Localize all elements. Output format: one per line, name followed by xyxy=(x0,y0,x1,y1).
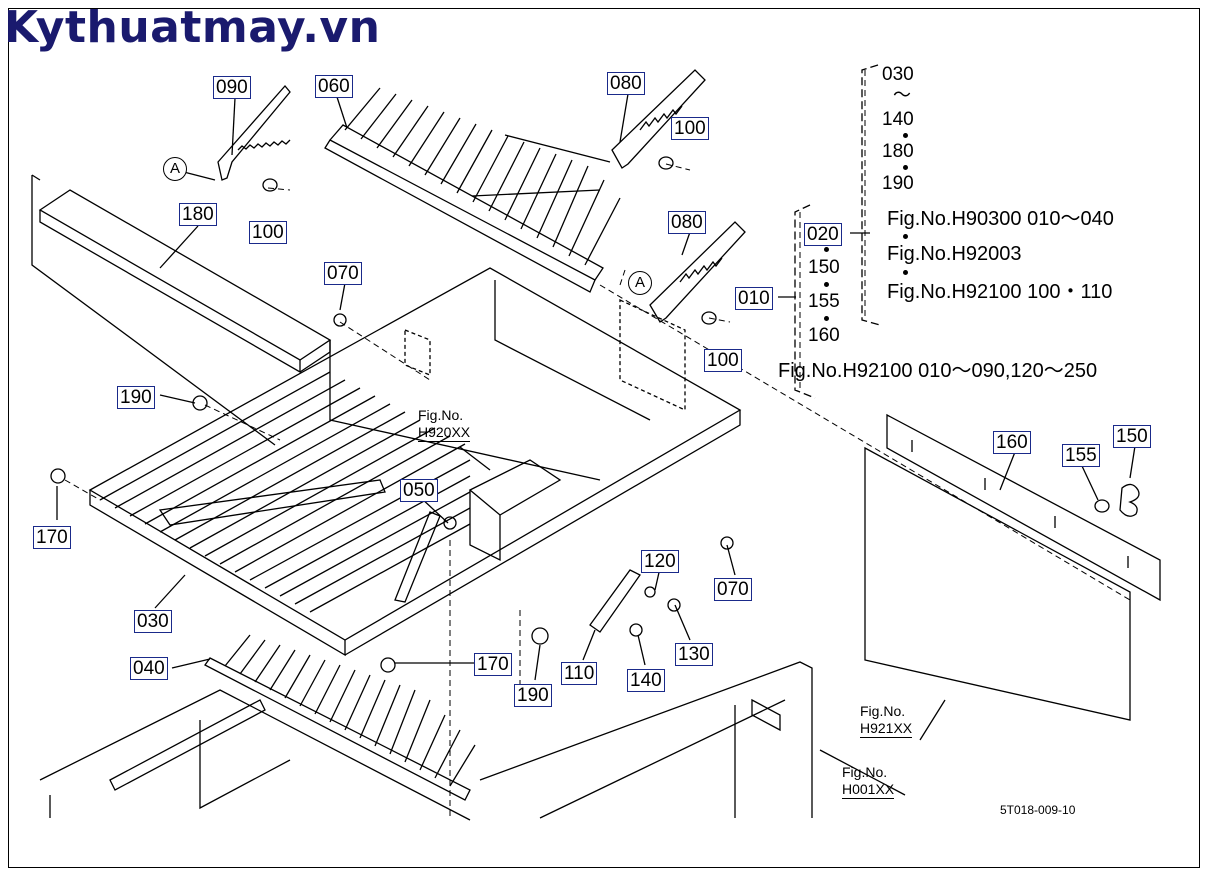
fig-ref-h90300[interactable]: Fig.No.H90300 010～040 xyxy=(887,208,1114,230)
fig-ref-h921xx-label: Fig.No. xyxy=(860,703,906,719)
list-top-item-2: 180 xyxy=(882,141,914,162)
callout-010[interactable]: 010 xyxy=(735,287,773,310)
fig-ref-h001xx-label: Fig.No. xyxy=(842,764,888,780)
callout-190-bottom[interactable]: 190 xyxy=(514,684,552,707)
callout-040[interactable]: 040 xyxy=(130,657,168,680)
list-dot xyxy=(824,316,829,321)
callout-050[interactable]: 050 xyxy=(400,479,438,502)
callout-090[interactable]: 090 xyxy=(213,76,251,99)
list-dot xyxy=(824,282,829,287)
callout-080-lower[interactable]: 080 xyxy=(668,211,706,234)
drawing-frame xyxy=(8,8,1200,868)
callout-020[interactable]: 020 xyxy=(804,223,842,246)
part-160-panel xyxy=(864,446,1131,721)
list-dot xyxy=(824,247,829,252)
callout-140[interactable]: 140 xyxy=(627,669,665,692)
list-dot xyxy=(903,165,908,170)
watermark: Kythuatmay.vn xyxy=(4,2,381,53)
list-mid-item-2: 160 xyxy=(808,325,840,346)
list-top-item-3: 190 xyxy=(882,173,914,194)
part-080-lower-shape xyxy=(649,221,746,323)
fig-ref-h920xx-label: Fig.No. xyxy=(418,407,464,423)
range-symbol: 〜 xyxy=(893,85,911,105)
part-150-strip xyxy=(886,413,1161,602)
part-060-tines xyxy=(344,87,621,266)
callout-100-upper[interactable]: 100 xyxy=(671,117,709,140)
callout-110[interactable]: 110 xyxy=(561,662,598,685)
callout-170-bottom[interactable]: 170 xyxy=(474,653,512,676)
list-top-item-1: 140 xyxy=(882,109,914,130)
callout-170-left[interactable]: 170 xyxy=(33,526,71,549)
callout-160[interactable]: 160 xyxy=(993,431,1031,454)
part-040-shape xyxy=(204,657,471,801)
list-mid-item-0: 150 xyxy=(808,257,840,278)
callout-070-lower[interactable]: 070 xyxy=(714,578,752,601)
part-060-shape xyxy=(328,124,604,281)
marker-a-left: A xyxy=(163,157,187,181)
callout-080-upper[interactable]: 080 xyxy=(607,72,645,95)
list-top-item-0: 030 xyxy=(882,64,914,85)
callout-060[interactable]: 060 xyxy=(315,75,353,98)
marker-a-right: A xyxy=(628,271,652,295)
callout-150[interactable]: 150 xyxy=(1113,425,1151,448)
part-080-upper-shape xyxy=(611,69,706,169)
fig-ref-h920xx[interactable]: Fig.No. H920XX xyxy=(418,407,471,442)
drawing-code: 5T018-009-10 xyxy=(1000,803,1076,817)
fig-ref-h921xx[interactable]: Fig.No. H921XX xyxy=(860,703,913,738)
fig-ref-h92100-b[interactable]: Fig.No.H92100 010～090,120～250 xyxy=(778,360,1098,382)
list-dot xyxy=(903,234,908,239)
callout-100-left[interactable]: 100 xyxy=(249,221,287,244)
callout-070-upper[interactable]: 070 xyxy=(324,262,362,285)
part-040-tines xyxy=(224,634,476,787)
callout-155[interactable]: 155 xyxy=(1062,444,1100,467)
fig-ref-h92003[interactable]: Fig.No.H92003 xyxy=(887,243,1022,265)
list-dot xyxy=(903,133,908,138)
fig-ref-h921xx-number: H921XX xyxy=(860,720,913,738)
fig-ref-h001xx-number: H001XX xyxy=(842,781,895,799)
fig-ref-h001xx[interactable]: Fig.No. H001XX xyxy=(842,764,895,799)
main-frame xyxy=(88,267,742,641)
callout-030[interactable]: 030 xyxy=(134,610,172,633)
list-mid-item-1: 155 xyxy=(808,291,840,312)
callout-190-left[interactable]: 190 xyxy=(117,386,155,409)
callout-120[interactable]: 120 xyxy=(641,550,679,573)
list-dot xyxy=(903,270,908,275)
callout-180[interactable]: 180 xyxy=(179,203,217,226)
part-030-slats xyxy=(99,371,471,613)
callout-130[interactable]: 130 xyxy=(675,643,713,666)
part-090-shape xyxy=(217,85,291,181)
fig-ref-h920xx-number: H920XX xyxy=(418,424,471,442)
fig-ref-h92100-a[interactable]: Fig.No.H92100 100・110 xyxy=(887,281,1113,303)
callout-100-lower[interactable]: 100 xyxy=(704,349,742,372)
